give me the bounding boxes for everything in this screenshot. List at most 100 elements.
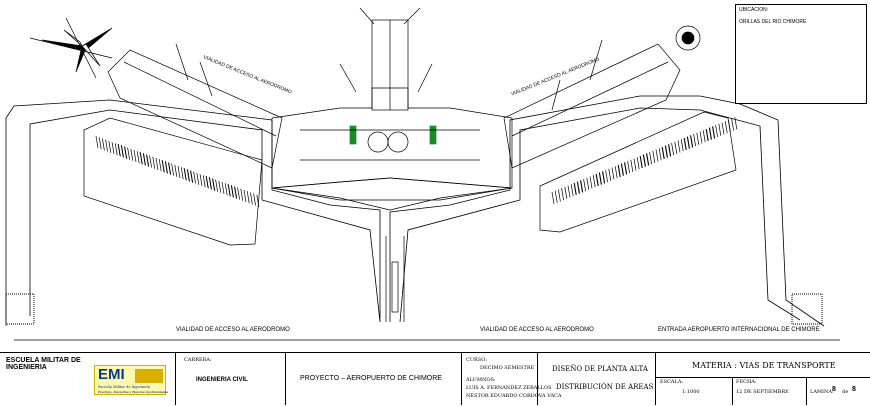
parking-stall-line [699, 131, 703, 144]
people-cell: CURSO: DECIMO SEMESTRE ALUMNOS: LUIS A. … [462, 353, 562, 405]
parking-stall-line [580, 180, 583, 193]
parking-stall-line [643, 154, 646, 167]
parking-stall-line [705, 128, 709, 142]
parking-stall-line [702, 130, 706, 143]
parking-stall-line [693, 134, 696, 147]
parking-stall-line [205, 175, 209, 189]
parking-stall-line [130, 148, 134, 161]
location-text: ORILLAS DEL RIO CHIMORE [739, 19, 807, 25]
parking-stall-line [174, 164, 178, 177]
parking-stall-line [640, 155, 643, 168]
parking-stall-line [642, 154, 646, 167]
parking-stall-line [564, 186, 568, 199]
parking-stall-line [620, 163, 624, 176]
student-2: NESTOR EDUARDO CORDOVA VACA [466, 393, 562, 399]
parking-stall-line [618, 164, 621, 177]
parking-stall-line [208, 177, 212, 190]
parking-stall-line [256, 194, 260, 207]
parking-stall-line [237, 187, 240, 200]
parking-stall-line [250, 192, 253, 205]
parking-stall-line [218, 180, 222, 193]
parking-stall-line [558, 189, 561, 202]
parking-stall-line [102, 138, 105, 151]
parking-stall-line [567, 185, 571, 198]
students-label: ALUMNOS: [466, 377, 496, 383]
parking-stall-line [696, 132, 700, 145]
parking-stall-line [111, 141, 115, 155]
parking-stall-line [661, 146, 665, 160]
project-name: PROYECTO – AEROPUERTO DE CHIMORE [300, 375, 442, 382]
north-arrow-icon [29, 17, 113, 79]
parking-stall-line [617, 164, 621, 178]
parking-stall-line [199, 173, 203, 187]
parking-stall-line [624, 162, 628, 175]
career-cell: CARRERA: INGENIERIA CIVIL [176, 353, 286, 405]
parking-stall-line [230, 185, 234, 198]
parking-stall-line [652, 150, 656, 163]
parking-stall-line [152, 156, 156, 169]
parking-stall-line [668, 144, 672, 157]
parking-stall-line [227, 183, 231, 197]
parking-stall-line [621, 163, 624, 176]
parking-stall-line [731, 118, 734, 131]
parking-stall-line [709, 127, 712, 140]
parking-stall-line [602, 171, 606, 184]
sheet-of: de [842, 389, 849, 395]
school-cell: ESCUELA MILITAR DE INGENIERIA EMI Escuel… [0, 353, 176, 405]
parking-stall-line [573, 182, 577, 196]
parking-stall-line [728, 119, 731, 132]
parking-stall-line [677, 140, 681, 153]
parking-stall-line [136, 151, 140, 164]
parking-stall-line [608, 168, 612, 181]
parking-stall-line [127, 147, 130, 160]
parking-stall-line [95, 135, 99, 149]
parking-stall-line [611, 167, 615, 180]
parking-stall-line [149, 155, 152, 168]
logo-motto: Prestigio, Disciplina y Mejores Oportuni… [98, 390, 169, 394]
parking-stall-line [215, 179, 218, 192]
parking-stall-line [636, 157, 640, 170]
scale-label: ESCALA: [660, 379, 684, 385]
parking-stall-line [665, 145, 668, 158]
parking-stall-line [114, 143, 118, 156]
parking-stall-line [108, 140, 112, 153]
logo-text: EMI [98, 366, 125, 383]
parking-stall-line [240, 188, 244, 201]
date-label: FECHA: [736, 379, 757, 385]
parking-stall-line [124, 146, 127, 159]
parking-stall-line [599, 172, 602, 185]
parking-stall-line [605, 170, 608, 183]
parking-stall-line [596, 173, 599, 186]
parking-stall-line [586, 177, 590, 190]
title-block: ESCUELA MILITAR DE INGENIERIA EMI Escuel… [0, 352, 870, 406]
parking-stall-line [183, 167, 187, 181]
sheet-total: 8 [852, 386, 856, 393]
parking-stall-line [577, 181, 580, 194]
parking-stall-line [595, 173, 599, 187]
parking-stall-line [161, 159, 165, 173]
parking-stall-line [649, 152, 652, 165]
parking-stall-line [224, 183, 228, 196]
parking-stall-line [196, 172, 200, 185]
parking-stall-line [734, 117, 738, 130]
parking-stall-line [180, 167, 184, 180]
parking-stall-line [243, 189, 247, 203]
date-value: 12 DE SEPTIEMBRE [736, 389, 789, 395]
parking-stall-line [580, 180, 584, 193]
parking-stall-line [712, 126, 716, 139]
parking-stall-line [221, 181, 225, 195]
parking-stall-line [212, 178, 215, 191]
design-subtitle: DISTRIBUCIÓN DE AREAS [556, 383, 654, 391]
parking-stall-line [680, 139, 684, 152]
parking-stall-line [120, 145, 124, 158]
parking-stall-line [627, 161, 630, 174]
subject-cell: MATERIA : VIAS DE TRANSPORTE ESCALA: 1:1… [656, 353, 870, 405]
parking-stall-line [602, 171, 605, 184]
parking-stall-line [624, 162, 627, 175]
road-label-right: ENTRADA AEROPUERTO INTERNACIONAL DE CHIM… [658, 327, 820, 333]
parking-stall-line [655, 149, 659, 162]
parking-stall-line [646, 153, 649, 166]
parking-stall-line [193, 171, 196, 184]
tree-area-left [5, 293, 35, 325]
parking-stall-line [684, 137, 687, 150]
